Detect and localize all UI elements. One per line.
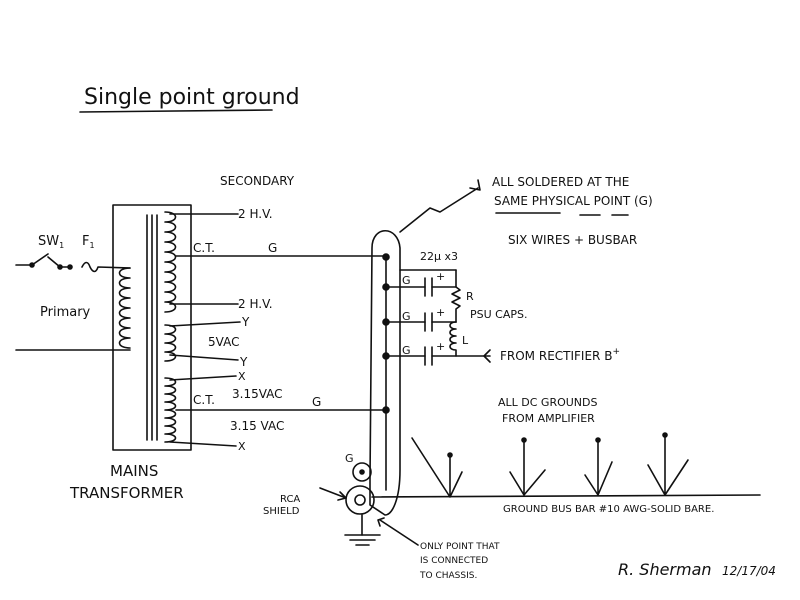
g2-label: G xyxy=(312,395,321,409)
fuse-contact xyxy=(67,264,73,270)
primary-winding xyxy=(118,267,131,349)
v315a-label: 3.15VAC xyxy=(232,387,283,401)
cap-g2-label: G xyxy=(402,310,411,323)
hv-winding xyxy=(164,211,177,313)
note-arrow xyxy=(399,187,479,233)
dc-ground-branch-3 xyxy=(584,439,613,496)
signature: R. Sherman xyxy=(618,560,712,579)
cap-g1-label: G xyxy=(402,274,411,287)
dc-ground-branch-4 xyxy=(647,434,689,496)
title-underline xyxy=(79,109,273,113)
heater-5v-lead-y xyxy=(169,321,241,327)
rectifier-arrow xyxy=(483,349,491,363)
ct1-label: C.T. xyxy=(193,241,215,255)
dc-ground-point-1 xyxy=(447,452,453,458)
note-underline xyxy=(495,212,629,216)
secondary-label: SECONDARY xyxy=(220,174,295,188)
v315b-label: 3.15 VAC xyxy=(230,419,284,433)
dc-ground-branch-2 xyxy=(509,439,546,496)
primary-label: Primary xyxy=(40,305,91,320)
switch-contact-1 xyxy=(29,262,35,268)
title: Single point ground xyxy=(84,85,300,110)
rca-shield-arrow xyxy=(319,487,347,501)
note-line-3: SIX WIRES + BUSBAR xyxy=(508,233,637,247)
filament-lead-x2 xyxy=(169,441,237,447)
filament-winding xyxy=(164,377,177,443)
caps-label: 22μ x3 xyxy=(420,250,458,263)
note-line-1: ALL SOLDERED AT THE xyxy=(492,175,629,189)
hv1-label: 2 H.V. xyxy=(238,207,273,221)
note-arrow-head xyxy=(469,179,481,191)
y2-label: Y xyxy=(239,355,248,369)
rca-shield-label: SHIELD xyxy=(263,506,300,517)
ground-loop-outline xyxy=(369,230,401,516)
mains-label: MAINS xyxy=(110,462,158,480)
cap-plus-2: + xyxy=(436,306,445,319)
resistor xyxy=(451,269,461,323)
dc-ground-point-4 xyxy=(662,432,668,438)
ground-bus-bar xyxy=(371,494,761,498)
cap-plus-1: + xyxy=(436,270,445,283)
dc-grounds-line-1: ALL DC GROUNDS xyxy=(498,396,598,409)
transformer-core xyxy=(112,204,192,451)
date: 12/17/04 xyxy=(722,564,776,578)
cap-plus-3: + xyxy=(436,340,445,353)
core-lines xyxy=(146,214,158,441)
switch-contact-2 xyxy=(57,264,63,270)
inductor-label: L xyxy=(462,334,469,347)
transformer-label: TRANSFORMER xyxy=(69,484,184,502)
rca-center-dot xyxy=(359,469,365,475)
ct2-label: C.T. xyxy=(193,393,215,407)
sw-label: SW1 xyxy=(38,234,64,250)
filament-lead-x1 xyxy=(169,375,237,381)
note-line-2: SAME PHYSICAL POINT (G) xyxy=(494,194,653,208)
heater-5v-lead-y2 xyxy=(169,354,239,361)
rca-shield-outer xyxy=(345,485,375,515)
chassis-ground-symbol xyxy=(344,534,381,546)
from-rectifier-label: FROM RECTIFIER B+ xyxy=(500,347,620,363)
dc-grounds-line-2: FROM AMPLIFIER xyxy=(502,412,595,425)
cap3 xyxy=(424,346,433,366)
only-point-line-2: IS CONNECTED xyxy=(420,556,488,566)
only-point-line-3: TO CHASSIS. xyxy=(419,571,477,581)
cap1 xyxy=(424,277,433,297)
cap-g3-label: G xyxy=(402,344,411,357)
heater-5v-winding xyxy=(164,324,177,362)
bus-bar-label: GROUND BUS BAR #10 AWG-SOLID BARE. xyxy=(503,504,714,515)
dc-ground-branch-1 xyxy=(411,437,463,498)
cap2 xyxy=(424,312,433,332)
dc-ground-point-3 xyxy=(595,437,601,443)
rca-shield-inner xyxy=(354,494,366,506)
x2-label: X xyxy=(238,440,246,453)
switch-lever xyxy=(31,253,49,266)
g1-label: G xyxy=(268,241,277,255)
only-point-arrow xyxy=(377,517,419,546)
only-point-line-1: ONLY POINT THAT xyxy=(420,542,500,552)
rca-g-label: G xyxy=(345,452,354,465)
rca-label: RCA xyxy=(280,494,300,505)
rca-center xyxy=(352,462,372,482)
v5-label: 5VAC xyxy=(208,335,239,349)
y1-label: Y xyxy=(241,315,250,329)
psu-caps-label: PSU CAPS. xyxy=(470,308,527,321)
fuse-label: F1 xyxy=(82,234,95,250)
inductor xyxy=(449,321,457,357)
resistor-label: R xyxy=(466,290,474,303)
hv2-label: 2 H.V. xyxy=(238,297,273,311)
dc-ground-point-2 xyxy=(521,437,527,443)
x1-label: X xyxy=(238,370,246,383)
